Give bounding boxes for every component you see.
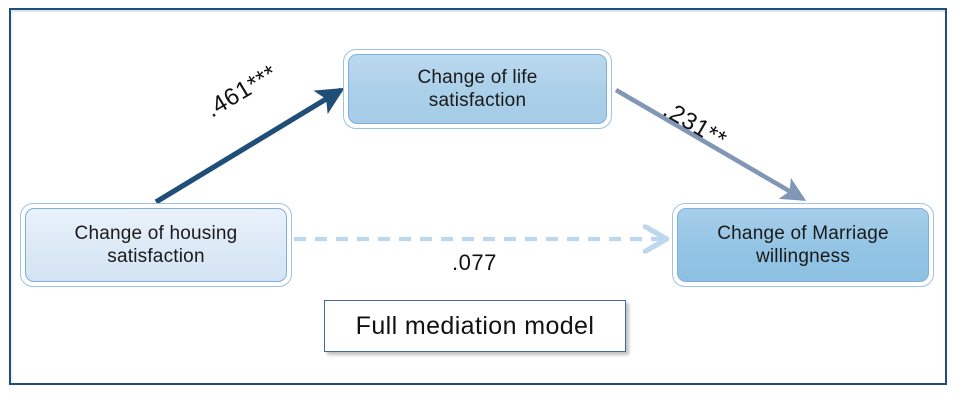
node-change-of-marriage-willingness[interactable]: Change of Marriage willingness — [672, 203, 934, 287]
path-coefficient-c: .077 — [452, 250, 497, 275]
caption-box: Full mediation model — [324, 300, 626, 352]
node-marriage-line1: Change of Marriage — [717, 222, 889, 244]
node-housing-line1: Change of housing — [74, 222, 238, 244]
node-life-line1: Change of life — [417, 66, 538, 88]
node-housing-inner: Change of housing satisfaction — [25, 208, 287, 282]
node-life-line2: satisfaction — [428, 90, 527, 111]
node-life-inner: Change of life satisfaction — [348, 54, 607, 124]
node-housing-line2: satisfaction — [107, 246, 205, 267]
node-change-of-housing-satisfaction[interactable]: Change of housing satisfaction — [20, 203, 292, 287]
node-marriage-inner: Change of Marriage willingness — [677, 208, 929, 282]
node-change-of-life-satisfaction[interactable]: Change of life satisfaction — [343, 49, 612, 129]
caption-text: Full mediation model — [355, 311, 595, 340]
node-marriage-line2: willingness — [755, 246, 851, 267]
